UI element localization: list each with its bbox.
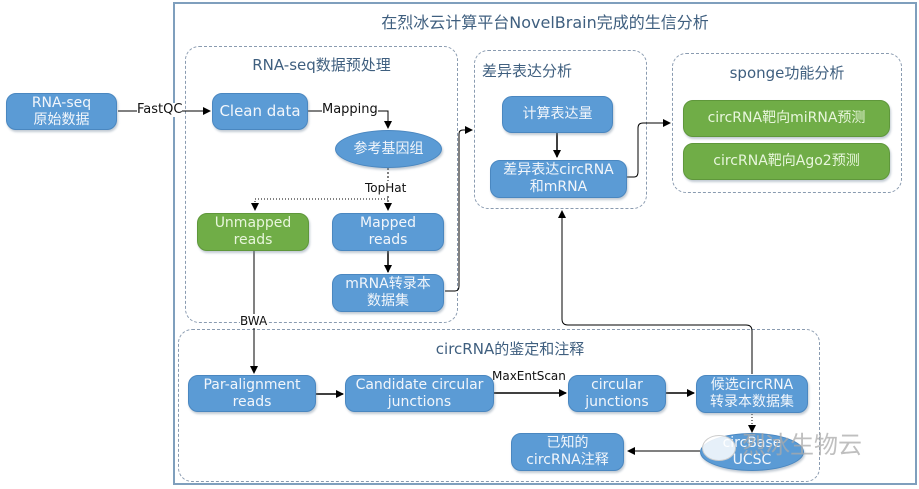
wechat-icon: [702, 435, 736, 461]
node-ref-genome: 参考基因组: [335, 130, 442, 168]
group-preprocess: [185, 46, 458, 323]
group-title-diff-expr: 差异表达分析: [482, 62, 573, 80]
edge-label-mapping: Mapping: [322, 102, 378, 117]
edge-label-fastqc: FastQC: [137, 102, 183, 117]
node-mrna-dataset: mRNA转录本 数据集: [332, 274, 444, 312]
edge-ref-to-unmapped: [251, 198, 388, 211]
node-candidate-junctions: Candidate circular junctions: [345, 375, 494, 412]
node-mirna-prediction: circRNA靶向miRNA预测: [683, 100, 890, 137]
watermark: 烈冰生物云: [742, 431, 862, 459]
edge-mrna-to-diffexpr: [445, 126, 473, 292]
node-calc-expr: 计算表达量: [502, 96, 613, 133]
group-title-sponge: sponge功能分析: [729, 64, 845, 82]
node-par-alignment: Par-alignment reads: [188, 375, 316, 412]
node-circular-junctions: circular junctions: [568, 375, 666, 412]
edge-label-tophat: TopHat: [365, 181, 407, 195]
group-title-circ-ident: circRNA的鉴定和注释: [435, 340, 585, 358]
node-clean-data: Clean data: [212, 93, 308, 130]
node-unmapped-reads: Unmapped reads: [197, 213, 309, 251]
node-mapped-reads: Mapped reads: [332, 213, 444, 251]
diagram-title: 在烈冰云计算平台NovelBrain完成的生信分析: [381, 13, 709, 32]
group-sponge: [672, 53, 902, 193]
edge-dataset-to-diffexpr: [558, 210, 753, 374]
group-circ-ident: [178, 329, 820, 482]
node-diff-circ-mrna: 差异表达circRNA 和mRNA: [490, 160, 627, 198]
node-ago2-prediction: circRNA靶向Ago2预测: [683, 143, 890, 180]
node-known-annotation: 已知的 circRNA注释: [511, 433, 624, 471]
node-raw-data: RNA-seq 原始数据: [6, 93, 117, 130]
group-title-preprocess: RNA-seq数据预处理: [252, 56, 391, 74]
node-candidate-circ-dataset: 候选circRNA 转录本数据集: [696, 375, 808, 413]
edge-label-bwa: BWA: [240, 314, 268, 328]
edge-diff-to-sponge: [627, 119, 671, 178]
edge-label-maxentscan: MaxEntScan: [492, 369, 566, 383]
group-diff-expr: [474, 50, 647, 209]
